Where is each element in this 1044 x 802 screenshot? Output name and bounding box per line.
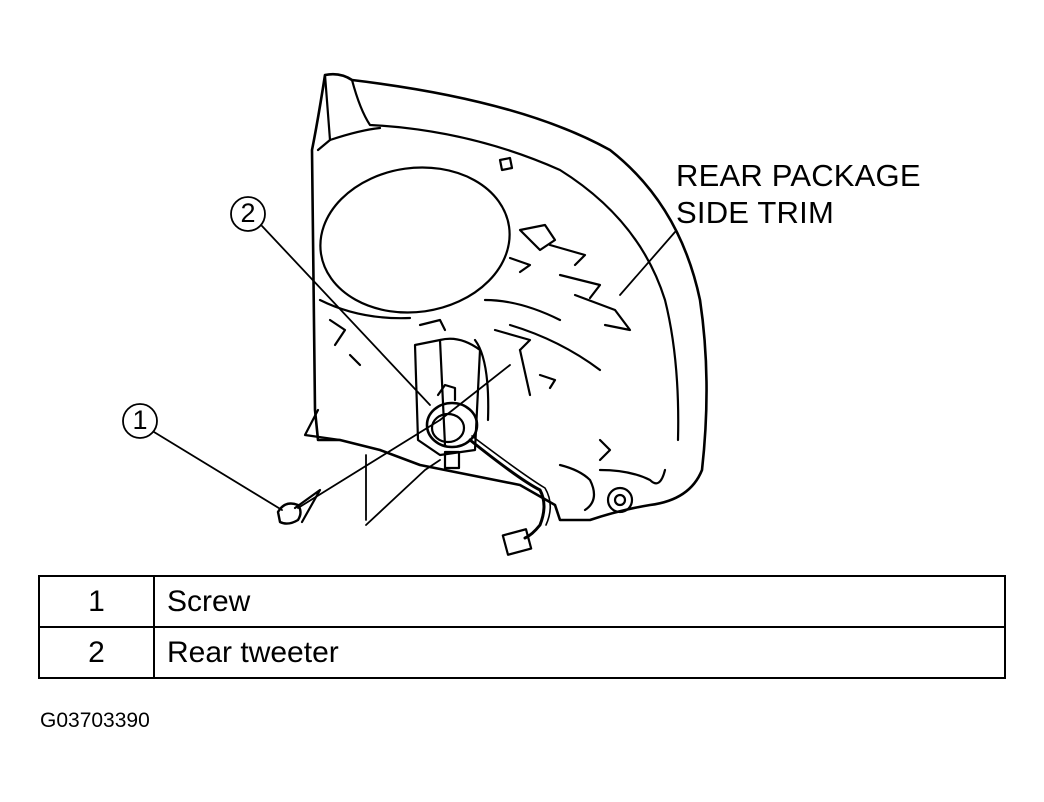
legend-num-cell: 2	[38, 626, 155, 679]
part-label-rear-package-side-trim: REAR PACKAGE SIDE TRIM	[676, 157, 921, 231]
screw	[276, 488, 322, 525]
figure-id: G03703390	[40, 709, 150, 732]
exploded-view-diagram	[122, 72, 708, 556]
rear-package-side-trim	[303, 72, 708, 522]
callout-2-leader	[261, 225, 431, 406]
callout-leaders	[122, 196, 676, 511]
parts-legend-table: 1 Screw 2 Rear tweeter	[38, 575, 1006, 679]
part-label-line-2: SIDE TRIM	[676, 195, 834, 230]
callout-2-number: 2	[240, 198, 256, 228]
table-row: 2 Rear tweeter	[38, 626, 1006, 679]
legend-desc-cell: Rear tweeter	[153, 626, 1006, 679]
legend-desc-cell: Screw	[153, 575, 1006, 628]
callout-1-number: 1	[132, 405, 148, 435]
table-row: 1 Screw	[38, 575, 1006, 628]
rear-tweeter	[425, 383, 552, 556]
part-label-line-1: REAR PACKAGE	[676, 158, 921, 193]
guide-lines	[297, 364, 511, 526]
callout-1-circle	[122, 403, 158, 439]
tweeter-mount-bracket	[413, 337, 490, 457]
callout-1-leader	[153, 431, 283, 511]
trim-label-leader	[619, 231, 676, 296]
callout-2-circle	[230, 196, 266, 232]
legend-num-cell: 1	[38, 575, 155, 628]
